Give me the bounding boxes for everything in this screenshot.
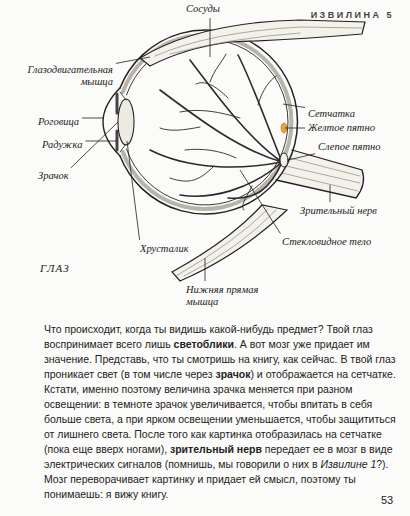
part-label: Радужка bbox=[42, 139, 83, 151]
part-label: Желтое пятно bbox=[308, 122, 375, 134]
part-label: Слепое пятно bbox=[318, 141, 380, 153]
part-label: Роговица bbox=[38, 116, 79, 128]
figure-title: ГЛАЗ bbox=[40, 262, 70, 274]
part-label: Хрусталик bbox=[140, 243, 189, 255]
leader-line bbox=[288, 154, 315, 160]
leader-line bbox=[127, 141, 140, 240]
leader-line bbox=[285, 128, 305, 129]
part-label: Глазодвигательная мышца bbox=[3, 64, 113, 88]
body-text-run: Извилине 1 bbox=[320, 458, 376, 470]
part-label: Сосуды bbox=[186, 3, 220, 15]
leader-line bbox=[116, 57, 150, 63]
part-label: Зрительный нерв bbox=[300, 205, 377, 217]
part-label: Нижняя прямая мышца bbox=[186, 284, 266, 308]
body-text-run: зрительный нерв bbox=[170, 443, 262, 455]
body-text-run: светоблики bbox=[174, 338, 234, 350]
part-label: Сетчатка bbox=[308, 108, 355, 120]
leader-line bbox=[330, 185, 331, 202]
part-label: Зрачок bbox=[38, 170, 69, 182]
body-text: Что происходит, когда ты видишь какой-ни… bbox=[44, 322, 396, 502]
leader-line bbox=[210, 18, 211, 57]
leader-line bbox=[205, 258, 206, 281]
part-label: Стекловидное тело bbox=[282, 236, 371, 248]
body-text-run: ) и отображается на сетчатке. Кстати, им… bbox=[44, 368, 396, 455]
body-text-run: зрачок bbox=[215, 368, 250, 380]
running-head: ИЗВИЛИНА 5 bbox=[311, 9, 394, 21]
leader-line bbox=[86, 141, 118, 142]
page-number: 53 bbox=[381, 494, 393, 506]
leader-line bbox=[283, 104, 305, 108]
leader-line bbox=[82, 118, 103, 119]
leader-line bbox=[240, 170, 280, 234]
